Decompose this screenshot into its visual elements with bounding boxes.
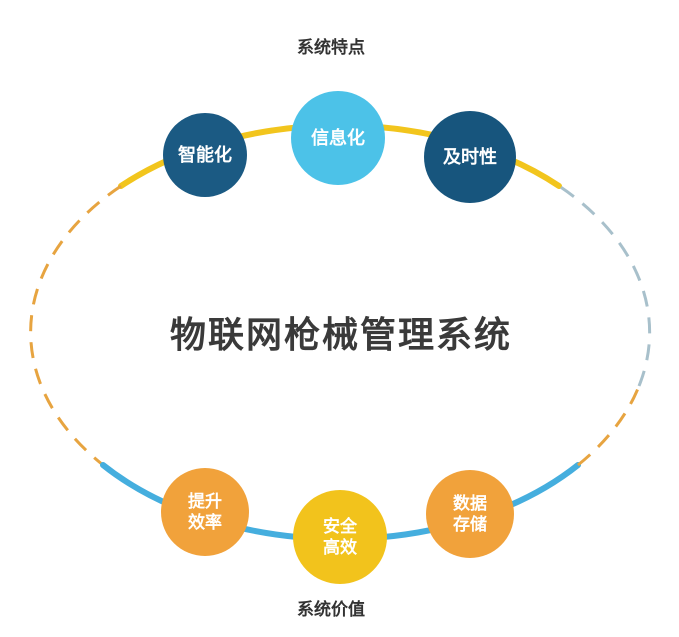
right-lower-dashed-arc	[577, 385, 641, 467]
node-label: 智能化	[178, 144, 232, 165]
right-upper-dashed-arc	[558, 184, 652, 387]
node-label: 及时性	[443, 146, 497, 167]
node-label: 信息化	[311, 127, 365, 148]
node-circle-safe-efficient: 安全 高效	[293, 490, 387, 584]
node-label: 提升 效率	[188, 491, 222, 532]
node-circle-informatization: 信息化	[291, 91, 385, 185]
node-circle-timeliness: 及时性	[424, 111, 516, 203]
node-label: 安全 高效	[323, 516, 357, 557]
node-label: 数据 存储	[453, 493, 487, 534]
diagram-title: 物联网枪械管理系统	[169, 314, 513, 355]
node-circle-intelligent: 智能化	[163, 113, 247, 197]
node-circle-efficiency: 提升 效率	[161, 468, 249, 556]
left-dashed-arc	[29, 184, 122, 467]
top-section-label: 系统特点	[297, 38, 365, 57]
node-circle-data-storage: 数据 存储	[426, 470, 514, 558]
bottom-section-label: 系统价值	[297, 600, 365, 619]
